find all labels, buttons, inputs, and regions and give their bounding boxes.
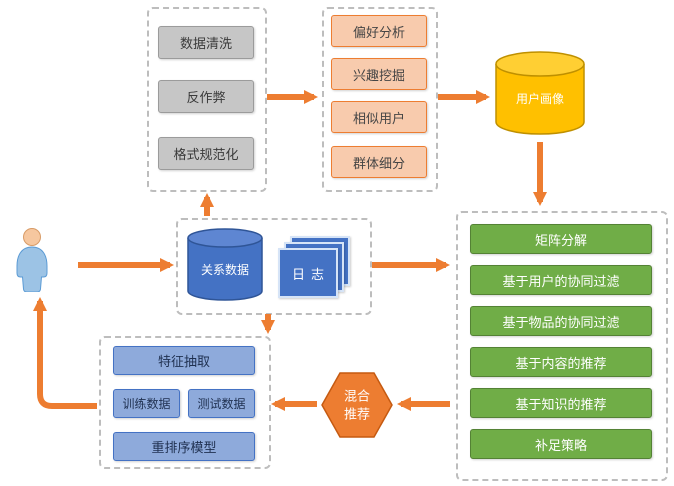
node-format-normalization: 格式规范化: [158, 137, 254, 170]
node-anti-cheating: 反作弊: [158, 80, 254, 113]
node-group-segmentation: 群体细分: [331, 146, 427, 178]
hexagon-icon: [321, 372, 393, 438]
arrow-ranking-to-user: [33, 297, 97, 409]
user-analysis-group: [322, 7, 438, 192]
node-matrix-factorization: 矩阵分解: [470, 224, 652, 254]
node-item-based-cf: 基于物品的协同过滤: [470, 306, 652, 336]
node-test-data: 测试数据: [188, 389, 255, 418]
node-data-cleaning: 数据清洗: [158, 26, 254, 59]
node-training-data: 训练数据: [113, 389, 180, 418]
algorithms-group: [456, 211, 668, 481]
user-profile-label: 用户画像: [515, 92, 564, 106]
logs-document-icon: 日志: [278, 236, 350, 298]
source-data-group: [176, 218, 372, 315]
ranking-group: [99, 336, 271, 469]
person-icon: [16, 228, 48, 293]
paper-front: 日志: [278, 248, 338, 298]
node-similar-users: 相似用户: [331, 101, 427, 133]
node-fallback-strategy: 补足策略: [470, 429, 652, 459]
database-cylinder-icon: [495, 51, 585, 135]
node-feature-extraction: 特征抽取: [113, 346, 255, 375]
node-user-based-cf: 基于用户的协同过滤: [470, 265, 652, 295]
logs-label: 日志: [291, 267, 330, 282]
relational-database-icon: 关系数据: [186, 227, 264, 303]
node-preference-analysis: 偏好分析: [331, 15, 427, 47]
relational-data-label: 关系数据: [200, 263, 249, 277]
node-interest-mining: 兴趣挖掘: [331, 58, 427, 90]
hybrid-recommendation-label: 混合推荐: [343, 388, 370, 421]
user-icon: [14, 228, 50, 293]
node-knowledge-based: 基于知识的推荐: [470, 388, 652, 418]
node-rerank-model: 重排序模型: [113, 432, 255, 461]
database-cylinder-icon: [187, 228, 263, 301]
user-profile-database-icon: 用户画像: [494, 50, 586, 138]
preprocessing-group: [147, 7, 267, 192]
node-content-based: 基于内容的推荐: [470, 347, 652, 377]
hybrid-recommendation-hexagon: 混合推荐: [321, 372, 393, 438]
